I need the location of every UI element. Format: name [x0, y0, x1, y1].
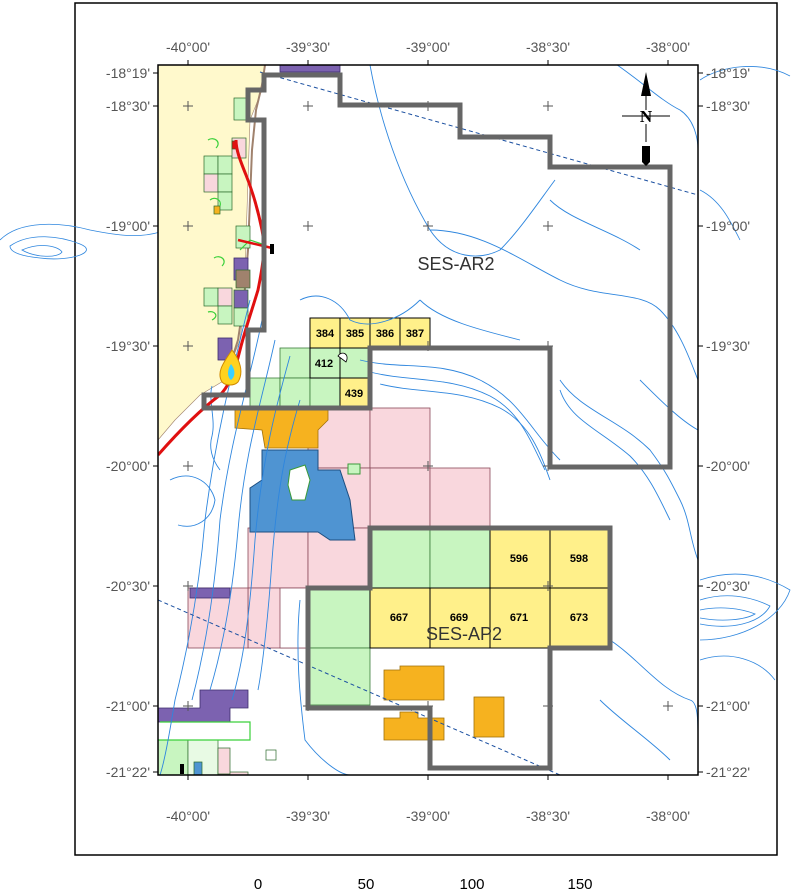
flame-icon	[219, 349, 242, 386]
bottom-axis-labels: -40°00' -39°30' -39°00' -38°30' -38°00'	[166, 808, 690, 824]
tick-label: -20°30'	[706, 578, 750, 594]
green-blocks	[249, 347, 491, 706]
right-axis-labels: -18°19' -18°30' -19°00' -19°30' -20°00' …	[706, 65, 750, 780]
left-axis-labels: -18°19' -18°30' -19°00' -19°30' -20°00' …	[106, 65, 150, 780]
scale-bar: 0 50 100 150	[254, 876, 593, 890]
scale-tick-label: 100	[459, 876, 484, 890]
block-label: 671	[510, 612, 528, 624]
coastline	[229, 65, 266, 366]
outer-frame	[74, 2, 778, 856]
tick-label: -20°30'	[106, 578, 150, 594]
white-marker	[337, 352, 348, 363]
block-label: 387	[406, 328, 424, 340]
platform-icon	[180, 244, 274, 774]
small-green-square	[347, 463, 361, 475]
white-hole	[287, 464, 311, 501]
tick-label: -40°00'	[166, 808, 210, 824]
tick-label: -39°30'	[286, 39, 330, 55]
green-outlines	[158, 138, 263, 741]
block-label: 385	[346, 328, 364, 340]
tick-label: -20°00'	[106, 458, 150, 474]
tick-label: -19°30'	[706, 338, 750, 354]
tick-label: -21°22'	[106, 764, 150, 780]
tick-label: -19°00'	[706, 218, 750, 234]
white-block	[279, 587, 309, 649]
block-label: 439	[345, 388, 363, 400]
tick-label: -21°00'	[706, 698, 750, 714]
coastal-blocks	[158, 97, 277, 775]
tick-label: -19°30'	[106, 338, 150, 354]
area-outlines	[201, 72, 673, 771]
outer-bathymetry	[0, 66, 791, 681]
tick-label: -38°00'	[646, 808, 690, 824]
area-label-north: SES-AR2	[417, 254, 494, 274]
tick-label: -39°30'	[286, 808, 330, 824]
north-arrow-icon: N	[622, 72, 670, 166]
area-label-south: SES-AP2	[426, 624, 502, 644]
block-label: 669	[450, 612, 468, 624]
block-label: 673	[570, 612, 588, 624]
tick-label: -18°19'	[706, 65, 750, 81]
dashed-lines	[158, 71, 698, 775]
block-label: 384	[316, 328, 335, 340]
block-label: 386	[376, 328, 394, 340]
tick-label: -39°00'	[406, 808, 450, 824]
scale-tick-label: 50	[358, 876, 375, 890]
map-area	[158, 65, 698, 775]
tick-label: -21°22'	[706, 764, 750, 780]
block-label: 598	[570, 553, 588, 565]
tick-label: -21°00'	[106, 698, 150, 714]
north-label: N	[640, 107, 653, 126]
tick-label: -18°30'	[106, 98, 150, 114]
scale-tick-label: 150	[567, 876, 592, 890]
tick-label: -18°19'	[106, 65, 150, 81]
tick-label: -38°30'	[526, 808, 570, 824]
scale-tick-label: 0	[254, 876, 262, 890]
tick-label: -18°30'	[706, 98, 750, 114]
tick-label: -39°00'	[406, 39, 450, 55]
block-label: 667	[390, 612, 408, 624]
yellow-blocks	[309, 317, 611, 649]
tick-label: -38°30'	[526, 39, 570, 55]
block-label: 412	[315, 358, 333, 370]
axis-ticks	[153, 60, 703, 780]
top-axis-labels: -40°00' -39°30' -39°00' -38°30' -38°00'	[166, 39, 690, 55]
tick-label: -40°00'	[166, 39, 210, 55]
tick-label: -20°00'	[706, 458, 750, 474]
pipeline	[158, 139, 266, 456]
block-labels: 384 385 386 387 412 439 596 598 667 669 …	[315, 328, 588, 624]
tick-label: -38°00'	[646, 39, 690, 55]
block-label: 596	[510, 553, 528, 565]
tick-label: -19°00'	[106, 218, 150, 234]
